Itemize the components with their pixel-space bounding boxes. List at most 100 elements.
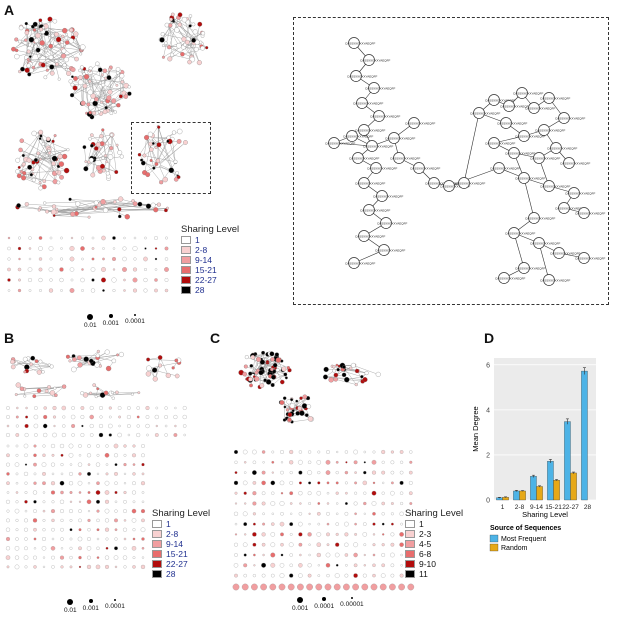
singleton-node xyxy=(51,527,55,532)
singleton-node xyxy=(7,289,11,292)
singleton-node xyxy=(98,423,104,429)
node xyxy=(31,160,36,165)
singleton-node xyxy=(316,491,321,496)
node xyxy=(306,404,312,409)
bar-most-frequent xyxy=(581,370,588,501)
singleton-node xyxy=(114,500,118,504)
size-legend-item: 0.001 xyxy=(83,599,99,614)
zoom-node-label: CASSXXGXXYAEQFF xyxy=(575,257,605,261)
node xyxy=(38,185,43,191)
zoom-node-label: CASSXXGXXYAEQFF xyxy=(377,222,407,226)
singleton-node xyxy=(243,573,247,578)
singleton-node xyxy=(363,501,367,506)
singleton-node xyxy=(101,235,106,241)
size-legend-item: 0.0001 xyxy=(105,599,125,614)
x-tick-label: 9-14 xyxy=(530,504,543,511)
size-legend-label: 0.01 xyxy=(64,607,77,614)
legend-row: 4-5 xyxy=(405,539,463,549)
singleton-node xyxy=(69,471,73,476)
singleton-node xyxy=(91,236,95,240)
edge xyxy=(170,19,201,43)
node xyxy=(145,172,151,178)
node xyxy=(83,74,90,80)
singleton-node xyxy=(132,528,136,532)
node xyxy=(261,350,265,355)
singleton-node xyxy=(123,490,127,495)
node xyxy=(39,134,43,138)
edge xyxy=(44,201,99,204)
node xyxy=(35,47,41,53)
node xyxy=(170,12,175,17)
node xyxy=(94,205,98,209)
singleton-node xyxy=(51,555,55,560)
node xyxy=(174,358,179,363)
node xyxy=(79,65,84,70)
node xyxy=(55,170,59,174)
edge xyxy=(170,25,173,55)
singleton-node xyxy=(14,564,20,570)
node xyxy=(54,393,58,397)
singleton-node xyxy=(154,236,158,240)
y-axis-label: Mean Degree xyxy=(471,406,480,451)
singleton-node xyxy=(113,443,119,449)
zoom-node-label: CASSXXGXXYAEQFF xyxy=(565,192,595,196)
edge xyxy=(106,94,128,108)
edge xyxy=(47,204,154,212)
edge xyxy=(17,132,41,161)
node xyxy=(192,29,198,35)
node xyxy=(49,64,55,70)
node xyxy=(84,160,88,163)
zoom-node-label: CASSXXGXXYAEQFF xyxy=(505,152,535,156)
node xyxy=(259,359,265,365)
singleton-node xyxy=(381,553,386,557)
node xyxy=(117,150,123,155)
singleton-node xyxy=(14,555,20,560)
singleton-node xyxy=(104,480,110,486)
singleton-node xyxy=(308,543,311,546)
singleton-node xyxy=(69,509,73,514)
node xyxy=(72,357,77,362)
zoom-node-label: CASSXXGXXYAEQFF xyxy=(540,279,570,283)
node xyxy=(36,369,42,375)
size-legend-dot xyxy=(297,597,304,603)
singleton-node xyxy=(123,289,126,292)
edge xyxy=(172,139,176,163)
singleton-node xyxy=(69,491,73,494)
legend-swatch xyxy=(405,560,415,568)
singleton-node xyxy=(325,459,331,465)
node xyxy=(53,134,57,138)
singleton-node xyxy=(81,257,84,261)
singleton-node xyxy=(390,552,395,558)
zoom-node-label: CASSXXGXXYAEQFF xyxy=(370,115,400,119)
zoom-node-label: CASSXXGXXYAEQFF xyxy=(547,147,577,151)
singleton-node xyxy=(6,453,10,458)
singleton-node xyxy=(6,509,10,513)
singleton-node xyxy=(123,546,127,550)
singleton-node xyxy=(390,573,395,578)
singleton-node xyxy=(42,444,46,448)
singleton-node xyxy=(17,267,22,272)
singleton-node xyxy=(133,236,137,240)
node xyxy=(364,371,369,376)
singleton-node xyxy=(132,453,136,458)
singleton-node xyxy=(24,463,28,466)
node xyxy=(77,79,84,86)
singleton-node xyxy=(123,519,127,522)
edge xyxy=(104,85,127,112)
singleton-node xyxy=(38,246,43,251)
node xyxy=(105,365,112,372)
singleton-node xyxy=(326,573,330,578)
edge xyxy=(148,359,177,361)
node xyxy=(162,176,168,183)
singleton-node xyxy=(114,453,118,458)
singleton-node xyxy=(141,546,145,550)
singleton-node xyxy=(252,542,257,547)
node xyxy=(184,39,190,45)
node xyxy=(41,142,46,146)
zoom-node xyxy=(563,157,575,169)
singleton-node xyxy=(389,583,396,591)
edge xyxy=(13,26,42,50)
singleton-node xyxy=(353,563,358,568)
singleton-node xyxy=(154,257,158,261)
